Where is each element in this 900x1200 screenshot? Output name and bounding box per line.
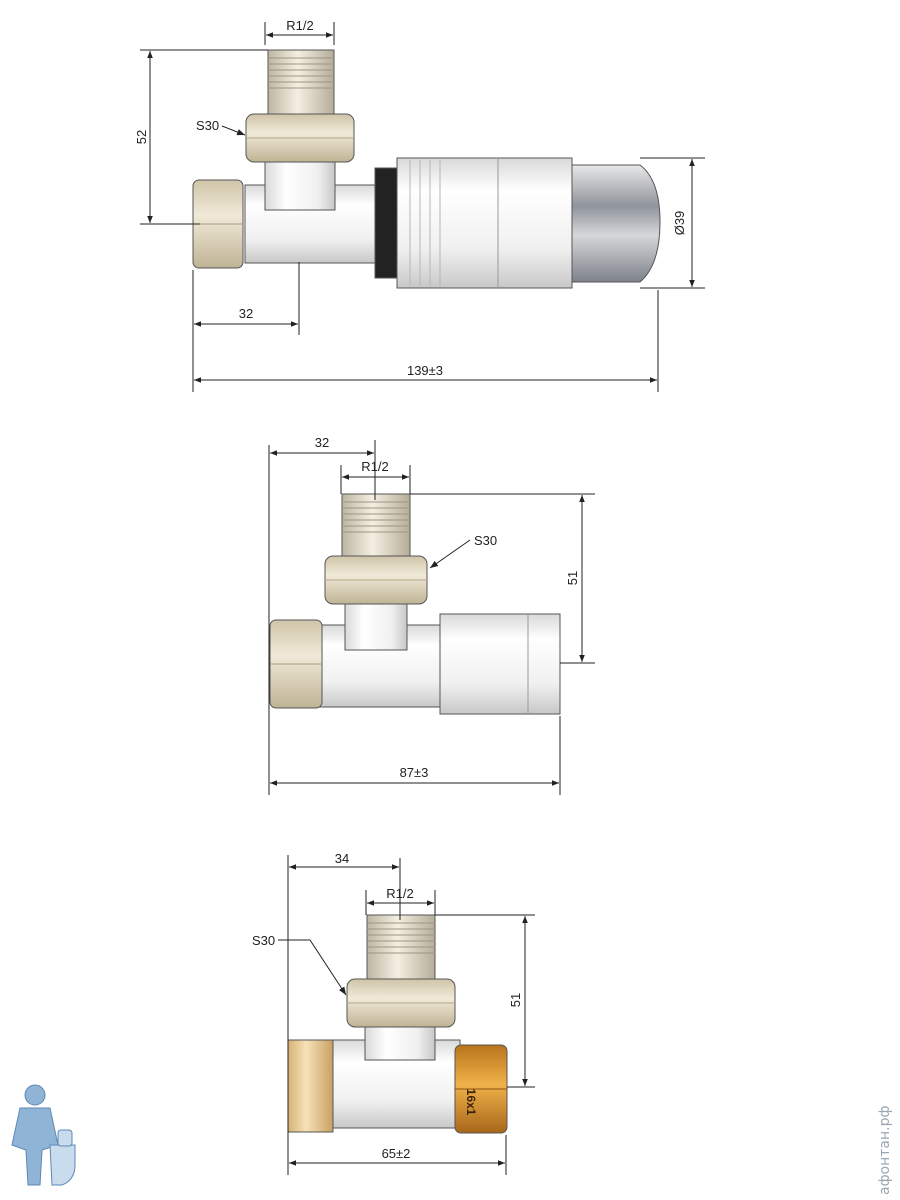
thread-size-label: R1/2: [386, 886, 413, 901]
valve-3-body: [287, 914, 508, 1134]
nut-marking-label: 16x1: [464, 1089, 478, 1116]
diagram-2-valve-with-cap: 32 R1/2 S30 51 87±3: [268, 435, 595, 795]
total-length-label: 139±3: [407, 363, 443, 378]
thread-size-label: R1/2: [286, 18, 313, 33]
diagram-2-dimensions: [268, 440, 595, 795]
diagram-1-thermostatic-valve: R1/2 S30 52 32 Ø39 139±3: [134, 18, 705, 392]
offset-dimension-label: 32: [239, 306, 253, 321]
offset-dimension-label: 34: [335, 851, 349, 866]
diagram-3-dimensions: [278, 855, 535, 1175]
offset-dimension-label: 32: [315, 435, 329, 450]
total-length-label: 87±3: [400, 765, 429, 780]
watermark-text: афонтан.рф: [877, 1106, 893, 1195]
nut-size-label: S30: [252, 933, 275, 948]
nut-size-label: S30: [196, 118, 219, 133]
plumber-mascot-logo: [11, 1084, 76, 1186]
thread-size-label: R1/2: [361, 459, 388, 474]
height-dimension-label: 51: [565, 571, 580, 585]
height-dimension-label: 52: [134, 130, 149, 144]
height-dimension-label: 51: [508, 993, 523, 1007]
valve-2-body: [269, 493, 561, 715]
nut-size-label: S30: [474, 533, 497, 548]
valve-1-body: [192, 49, 661, 289]
diagram-3-compact-valve: 16x1 34 R1/2 S30 51 65±2: [252, 851, 535, 1175]
diagram-1-dimensions: [140, 22, 705, 392]
diameter-dimension-label: Ø39: [672, 211, 687, 236]
total-length-label: 65±2: [382, 1146, 411, 1161]
